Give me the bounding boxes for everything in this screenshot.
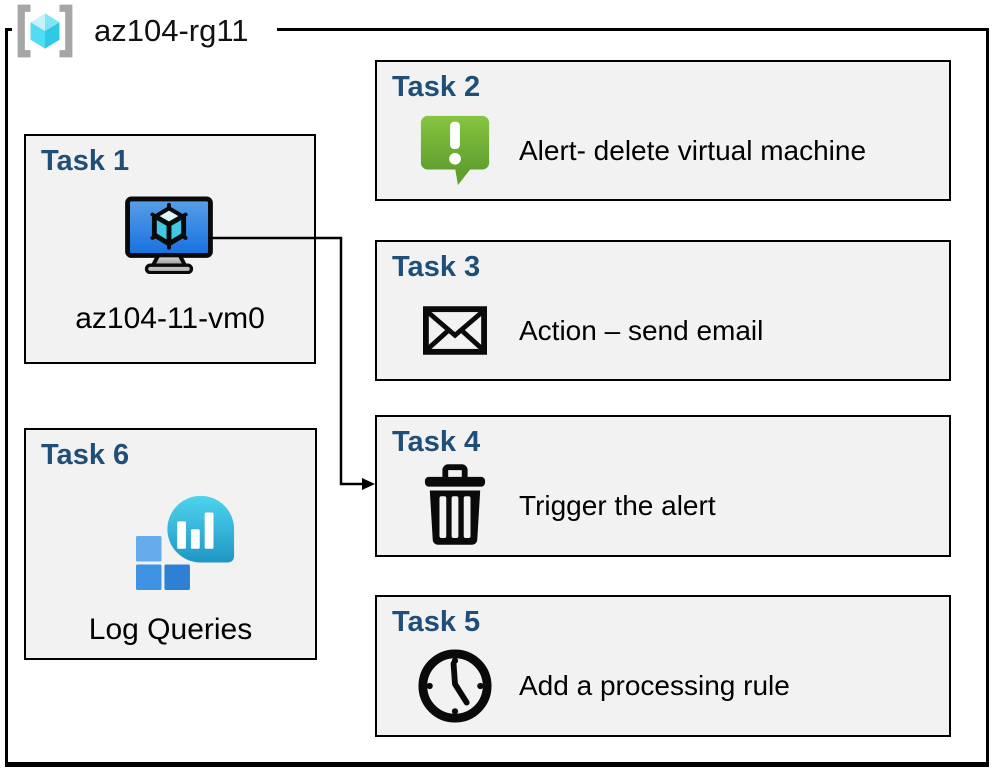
resource-group-boundary [5,28,989,767]
resource-group-label: az104-rg11 [12,2,277,60]
trash-icon [415,464,495,548]
task2-title: Task 2 [392,71,481,103]
task6-label: Log Queries [88,613,253,646]
task4-label: Trigger the alert [519,490,716,521]
task6-title: Task 6 [41,439,130,471]
resource-group-name: az104-rg11 [94,13,249,48]
task5-title: Task 5 [392,606,481,638]
task4-box: Task 4 Trigger the alert [375,415,951,557]
task3-box: Task 3 Action – send email [375,240,951,381]
log-queries-icon [134,488,240,590]
task2-box: Task 2 Alert- delete virtual machine [375,60,951,201]
task1-title: Task 1 [41,145,130,177]
task2-label: Alert- delete virtual machine [519,134,867,166]
task5-label: Add a processing rule [519,670,790,701]
task1-vm-name: az104-11-vm0 [75,302,265,335]
task3-title: Task 3 [392,251,481,283]
task3-label: Action – send email [519,314,764,346]
clock-icon [415,648,495,724]
email-icon [415,306,495,355]
resource-group-icon [14,4,76,58]
alert-message-icon [415,113,495,189]
task4-title: Task 4 [392,426,481,458]
task1-box: Task 1 az104-11-vm0 [24,134,316,364]
virtual-machine-icon [124,196,214,274]
task6-box: Task 6 Log Queries [24,428,317,660]
task5-box: Task 5 Add a processing rule [375,595,951,737]
